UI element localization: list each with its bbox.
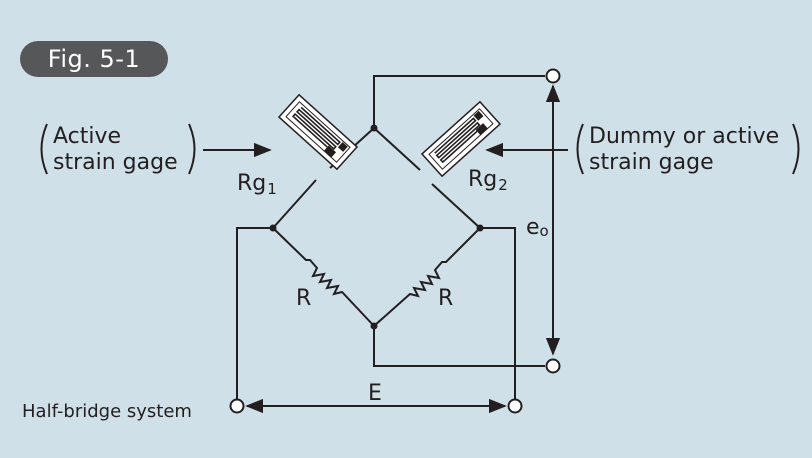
resistor-left-label: R: [296, 286, 311, 311]
excitation-label: E: [368, 381, 382, 406]
junction-bottom: [370, 322, 378, 330]
excitation-terminal-left: [229, 398, 245, 414]
output-terminal-bottom: [545, 358, 561, 374]
junction-right: [476, 224, 484, 232]
resistor-right-label: R: [438, 286, 453, 311]
output-terminal-top: [545, 68, 561, 84]
active-gage-label-line2: strain gage: [53, 150, 178, 175]
strain-gage-rg2: [421, 100, 501, 178]
arrows: [203, 84, 568, 414]
dummy-gage-label-line1: Dummy or active: [589, 124, 779, 149]
dummy-close-paren: [792, 123, 800, 175]
terminals: [229, 68, 561, 414]
junction-top: [370, 124, 378, 132]
dummy-open-paren: [576, 123, 584, 175]
active-gage-label-line1: Active: [53, 124, 121, 149]
label-brackets: [40, 123, 800, 175]
active-close-paren: [188, 123, 196, 175]
junction-left: [269, 224, 277, 232]
active-open-paren: [40, 123, 48, 175]
bridge-wiring: [236, 75, 545, 400]
output-voltage-label: eo: [526, 215, 549, 240]
strain-gage-rg1: [278, 93, 358, 171]
excitation-terminal-right: [507, 398, 523, 414]
rg2-label: Rg2: [468, 167, 508, 194]
rg1-label: Rg1: [237, 171, 277, 198]
junction-dots: [269, 124, 484, 330]
figure-label: Fig. 5-1: [20, 41, 168, 77]
dummy-gage-label-line2: strain gage: [589, 150, 714, 175]
caption: Half-bridge system: [22, 401, 192, 422]
